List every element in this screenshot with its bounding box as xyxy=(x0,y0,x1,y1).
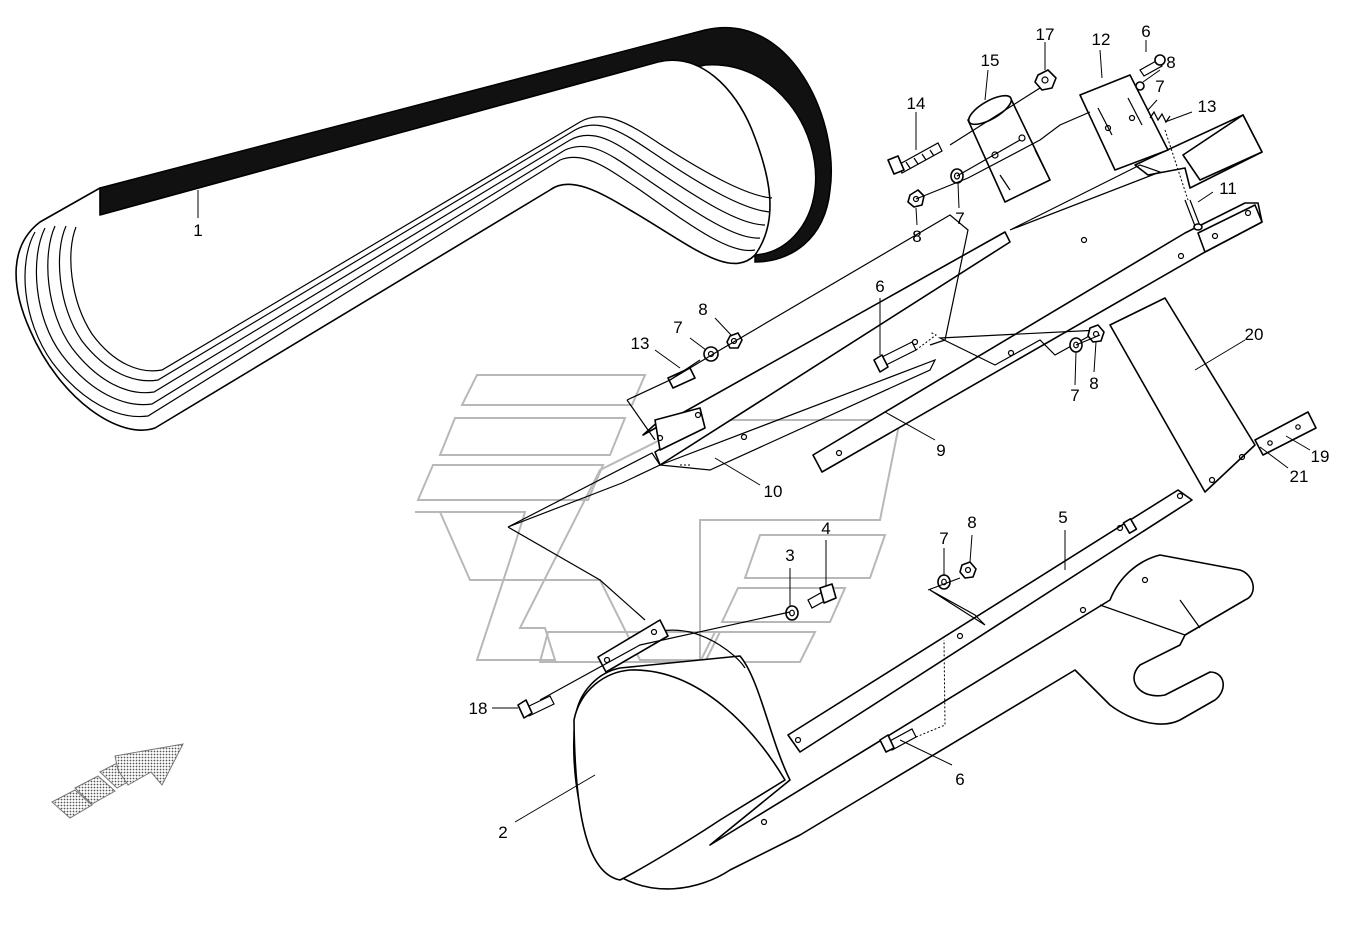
callout-6-mid: 6 xyxy=(875,277,884,296)
callout-7-right: 7 xyxy=(1070,386,1079,405)
bolt-18 xyxy=(517,695,555,719)
callout-13-top: 13 xyxy=(1198,97,1217,116)
assembly-guide-lines xyxy=(507,87,1189,738)
callout-5: 5 xyxy=(1058,508,1067,527)
nut-8-lower xyxy=(959,561,977,579)
callout-12: 12 xyxy=(1092,30,1111,49)
callout-8-mid: 8 xyxy=(698,300,707,319)
callout-8-right: 8 xyxy=(1089,374,1098,393)
belt-guard-part xyxy=(572,554,1254,890)
bolt-6-top xyxy=(1139,54,1166,77)
callout-20: 20 xyxy=(1245,325,1264,344)
tension-plate-part xyxy=(1079,74,1169,171)
callout-9: 9 xyxy=(936,441,945,460)
lower-bar-part xyxy=(787,489,1193,753)
callout-7-top: 7 xyxy=(1155,77,1164,96)
arrow-icon xyxy=(51,743,184,819)
callout-15: 15 xyxy=(981,51,1000,70)
callout-6-lower: 6 xyxy=(955,770,964,789)
callout-17: 17 xyxy=(1036,25,1055,44)
callout-18: 18 xyxy=(469,699,488,718)
callout-8-lower: 8 xyxy=(967,513,976,532)
callout-3: 3 xyxy=(785,546,794,565)
upper-bracket-part xyxy=(507,231,1011,528)
bolt-14 xyxy=(887,142,943,175)
callout-21: 21 xyxy=(1290,467,1309,486)
top-right-bracket-part xyxy=(1009,114,1263,231)
callout-7-lower: 7 xyxy=(939,529,948,548)
callout-8-top: 8 xyxy=(1166,53,1175,72)
bolt-4 xyxy=(807,583,837,609)
nut-8-top xyxy=(1135,81,1145,91)
callout-7-mid: 7 xyxy=(673,318,682,337)
leader-lines xyxy=(197,40,1311,823)
side-plate-part xyxy=(1109,297,1317,493)
callout-4: 4 xyxy=(821,519,830,538)
callout-14: 14 xyxy=(907,94,926,113)
callout-11: 11 xyxy=(1219,179,1237,198)
watermark-logo xyxy=(415,374,902,663)
callout-13-left: 13 xyxy=(631,334,650,353)
callout-10: 10 xyxy=(764,482,783,501)
callout-labels: 1 2 3 4 5 6 6 6 7 7 7 7 7 8 8 8 8 8 9 10… xyxy=(193,22,1329,842)
callout-6-top: 6 xyxy=(1141,22,1150,41)
callout-2: 2 xyxy=(498,823,507,842)
hinge-plate-part xyxy=(967,94,1051,203)
callout-19: 19 xyxy=(1311,447,1330,466)
screw-11 xyxy=(1184,199,1203,231)
callout-7-left: 7 xyxy=(955,209,964,228)
nut-17 xyxy=(1034,69,1057,91)
callout-8-left: 8 xyxy=(912,227,921,246)
drive-belt-part xyxy=(15,27,832,431)
nut-8-mid xyxy=(726,332,743,349)
callout-1: 1 xyxy=(193,221,202,240)
